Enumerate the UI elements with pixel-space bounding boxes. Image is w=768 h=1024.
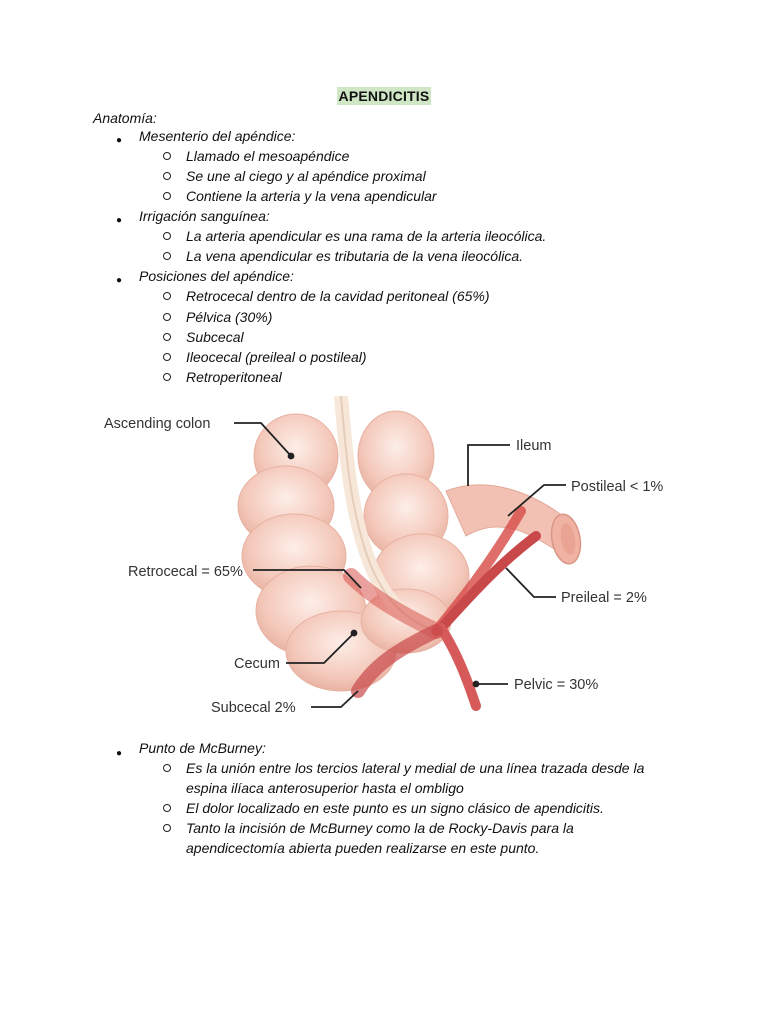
leader-lines: [234, 422, 566, 708]
sub-list-item-line: apendicectomía abierta pueden realizarse…: [186, 840, 540, 856]
sub-list-item: Ileocecal (preileal o postileal): [186, 349, 367, 365]
sub-list-item-line: espina ilíaca anterosuperior hasta el om…: [186, 780, 464, 796]
page-title: APENDICITIS: [336, 87, 432, 105]
sub-list-item: Retroperitoneal: [186, 369, 282, 385]
label-cecum: Cecum: [234, 656, 280, 672]
colon-shape: [237, 396, 470, 692]
sub-list-item-line: Tanto la incisión de McBurney como la de…: [186, 820, 574, 836]
sub-bullet-circle: [163, 172, 171, 180]
label-pelvic: Pelvic = 30%: [514, 677, 598, 693]
sub-list-item: Pélvica (30%): [186, 309, 273, 325]
bullet-dot: ●: [116, 748, 123, 759]
label-ileum: Ileum: [516, 438, 551, 454]
appendix-positions-diagram: Ascending colon Ileum Postileal < 1% Ret…: [104, 396, 663, 716]
sub-bullet-circle: [163, 764, 171, 772]
bullet-dot: ●: [116, 135, 123, 146]
section-label: Anatomía:: [93, 110, 157, 126]
sub-bullet-circle: [163, 252, 171, 260]
sub-list-item: Contiene la arteria y la vena apendicula…: [186, 188, 437, 204]
label-preileal: Preileal = 2%: [561, 590, 647, 606]
list-item: Irrigación sanguínea:: [139, 208, 270, 224]
list-item: Posiciones del apéndice:: [139, 268, 294, 284]
sub-list-item-line: El dolor localizado en este punto es un …: [186, 800, 604, 816]
sub-list-item: Llamado el mesoapéndice: [186, 148, 350, 164]
sub-list-item-line: Es la unión entre los tercios lateral y …: [186, 760, 645, 776]
sub-bullet-circle: [163, 824, 171, 832]
sub-bullet-circle: [163, 804, 171, 812]
sub-bullet-circle: [163, 192, 171, 200]
sub-bullet-circle: [163, 373, 171, 381]
list-item: Mesenterio del apéndice:: [139, 128, 296, 144]
sub-list-item: La arteria apendicular es una rama de la…: [186, 228, 547, 244]
sub-list-item: Se une al ciego y al apéndice proximal: [186, 168, 426, 184]
label-retrocecal: Retrocecal = 65%: [128, 564, 243, 580]
list-item: Punto de McBurney:: [139, 740, 266, 756]
bullet-dot: ●: [116, 215, 123, 226]
bullet-dot: ●: [116, 275, 123, 286]
label-ascending-colon: Ascending colon: [104, 416, 210, 432]
sub-list-item: La vena apendicular es tributaria de la …: [186, 248, 523, 264]
sub-list-item: Subcecal: [186, 329, 244, 345]
appendix-positions: [343, 506, 541, 711]
sub-bullet-circle: [163, 152, 171, 160]
sub-bullet-circle: [163, 353, 171, 361]
label-postileal: Postileal < 1%: [571, 479, 663, 495]
label-subcecal: Subcecal 2%: [211, 700, 296, 716]
title-wrap: APENDICITIS: [0, 87, 768, 106]
sub-bullet-circle: [163, 232, 171, 240]
sub-bullet-circle: [163, 333, 171, 341]
sub-bullet-circle: [163, 313, 171, 321]
sub-bullet-circle: [163, 292, 171, 300]
sub-list-item: Retrocecal dentro de la cavidad peritone…: [186, 288, 490, 304]
